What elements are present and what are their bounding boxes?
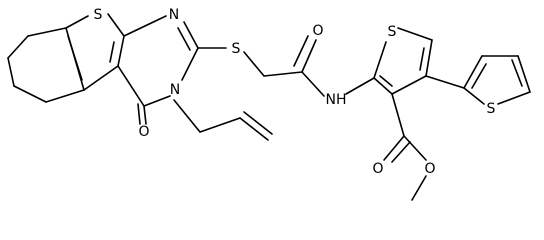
atom-o-ester-carbonyl: O [372,161,383,177]
atom-s-thieno: S [94,7,103,23]
atom-labels: S N S O S O N NH S O O [94,7,496,177]
bond-lines [7,13,531,201]
atom-n-ring-bottom: N [170,82,180,98]
atom-nh-amide: NH [326,92,347,108]
structure-canvas: S N S O S O N NH S O O [7,7,531,201]
atom-s-thioether: S [232,41,241,57]
atom-s-thiophene-sub: S [487,101,496,117]
atom-o-pyrimidinone: O [138,124,149,140]
atom-s-thiophene-main: S [388,24,397,40]
atom-o-ester-ether: O [424,161,435,177]
molecule-drawing: S N S O S O N NH S O O [7,7,531,201]
atom-o-amide: O [312,23,323,39]
atom-n-ring-top: N [169,7,179,23]
